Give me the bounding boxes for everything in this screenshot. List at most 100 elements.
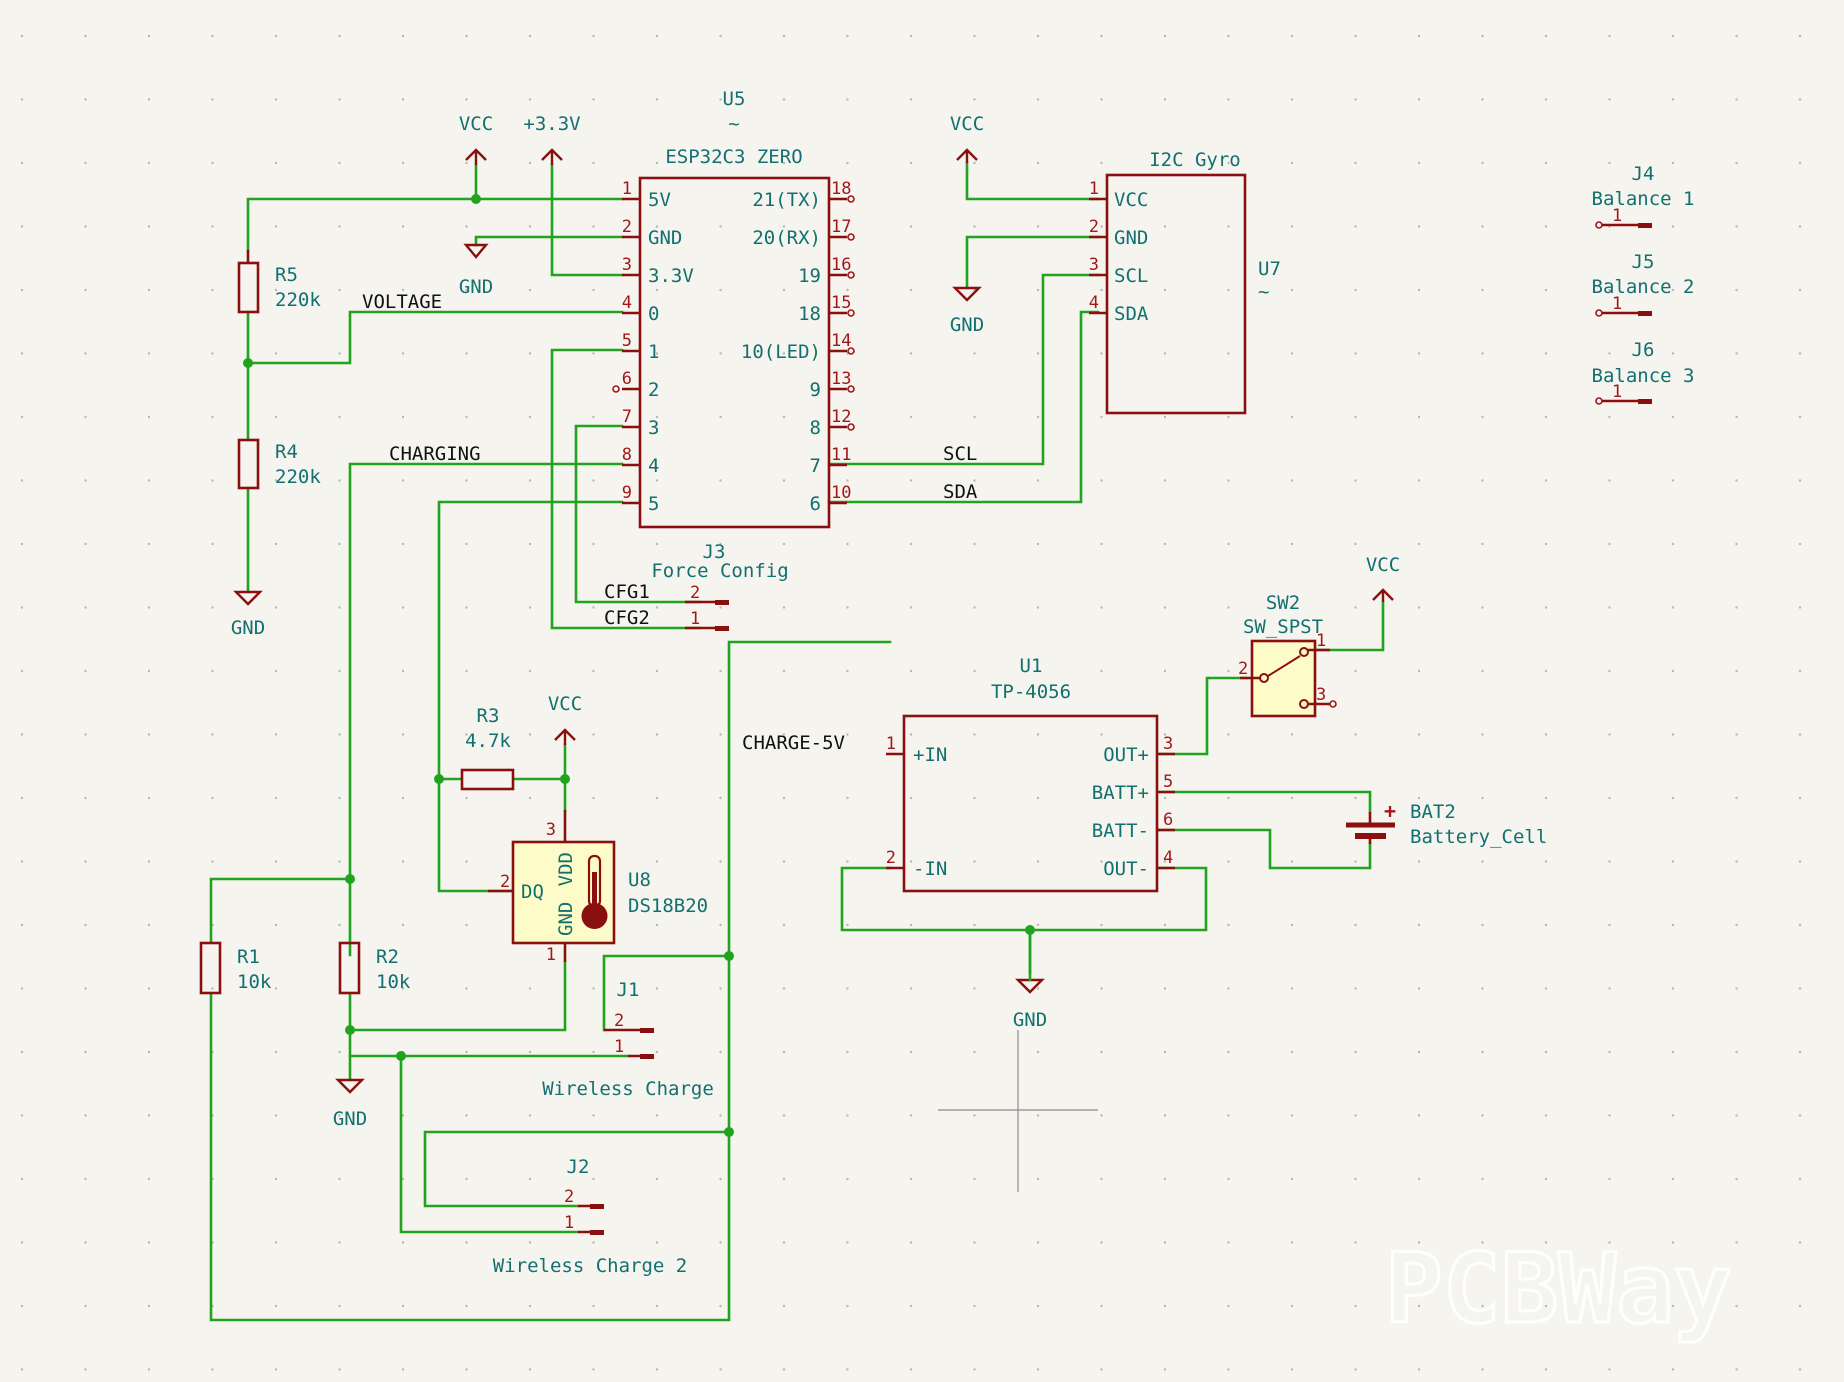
- gnd-label: GND: [1013, 1009, 1047, 1031]
- gnd-label: GND: [459, 276, 493, 298]
- u7-pin-name: SCL: [1114, 265, 1148, 287]
- u5-pin-num: 14: [831, 331, 851, 351]
- vcc-label: VCC: [950, 113, 984, 135]
- gnd-label: GND: [950, 314, 984, 336]
- vcc-symbol-gyro: VCC: [950, 113, 984, 163]
- j3-value: Force Config: [651, 560, 788, 582]
- u8-pin-num-dq: 2: [500, 872, 510, 892]
- u5-pin-num: 16: [831, 255, 851, 275]
- u5-pin-num: 1: [622, 179, 632, 199]
- j4-pin: 1: [1612, 206, 1622, 226]
- u5-pin-name: 9: [810, 379, 821, 401]
- gnd-label: GND: [231, 617, 265, 639]
- j3-ref: J3: [703, 541, 726, 563]
- j6-balance-3[interactable]: J6 Balance 3 1: [1592, 339, 1695, 405]
- thermometer-icon: [581, 854, 608, 929]
- net-label-charge-5v: CHARGE-5V: [742, 732, 845, 754]
- vcc-symbol-sw2: VCC: [1366, 554, 1400, 602]
- r3-value: 4.7k: [465, 730, 511, 752]
- u7-pin-name: SDA: [1114, 303, 1149, 325]
- j3-pin1: 1: [690, 609, 700, 629]
- bat2-battery-cell[interactable]: + BAT2 Battery_Cell: [1346, 799, 1547, 848]
- u5-pin-name: 19: [798, 265, 821, 287]
- j2-pin1: 1: [564, 1213, 574, 1233]
- crosshair-cursor: [938, 1030, 1098, 1192]
- u5-pin-num: 4: [622, 293, 632, 313]
- u5-pin-num: 2: [622, 217, 632, 237]
- u5-pin-num: 9: [622, 483, 632, 503]
- j3-force-config[interactable]: J3 Force Config 2 1: [651, 541, 789, 631]
- sw2-pin1: 1: [1316, 631, 1326, 651]
- r4-ref: R4: [275, 441, 298, 463]
- u5-pin-name: 5V: [648, 189, 671, 211]
- bat2-plus: +: [1384, 799, 1396, 823]
- u1-tp4056[interactable]: U1 TP-4056 1+IN2-IN3OUT+5BATT+6BATT-4OUT…: [886, 655, 1175, 893]
- r4-value: 220k: [275, 466, 321, 488]
- j6-value: Balance 3: [1592, 365, 1695, 387]
- vcc-label: VCC: [1366, 554, 1400, 576]
- u5-pin-num: 3: [622, 255, 632, 275]
- j4-value: Balance 1: [1592, 188, 1695, 210]
- net-label-voltage: VOLTAGE: [362, 291, 442, 313]
- gnd-symbol-u5: GND: [459, 243, 493, 298]
- u7-pin-num: 4: [1089, 293, 1099, 313]
- u7-pin-name: GND: [1114, 227, 1148, 249]
- net-label-charging: CHARGING: [389, 443, 481, 465]
- u5-pin-num: 10: [831, 483, 851, 503]
- u7-pin-name: VCC: [1114, 189, 1148, 211]
- sw2-spst-switch[interactable]: SW2 SW_SPST 2 1 3: [1238, 592, 1337, 718]
- j3-pin2: 2: [690, 583, 700, 603]
- v33-label: +3.3V: [523, 113, 580, 135]
- u7-pin-num: 3: [1089, 255, 1099, 275]
- u7-name: I2C Gyro: [1149, 149, 1241, 171]
- u1-pin-num: 5: [1163, 772, 1173, 792]
- u5-value: ~: [728, 113, 739, 135]
- j2-wireless-charge-2[interactable]: J2 2 1 Wireless Charge 2: [493, 1156, 687, 1277]
- j4-balance-1[interactable]: J4 Balance 1 1: [1592, 163, 1695, 229]
- j1-value: Wireless Charge: [542, 1078, 714, 1100]
- r4-resistor[interactable]: R4 220k: [237, 438, 321, 490]
- u7-pin-num: 2: [1089, 217, 1099, 237]
- r2-resistor[interactable]: R2 10k: [338, 941, 411, 995]
- u1-pin-name: BATT-: [1092, 820, 1149, 842]
- j1-pin2: 2: [614, 1011, 624, 1031]
- u5-name: ESP32C3 ZERO: [665, 146, 802, 168]
- u5-pin-num: 18: [831, 179, 851, 199]
- u7-pin-num: 1: [1089, 179, 1099, 199]
- u5-pin-num: 17: [831, 217, 851, 237]
- r1-resistor[interactable]: R1 10k: [199, 941, 272, 995]
- j5-ref: J5: [1632, 251, 1655, 273]
- j1-wireless-charge[interactable]: J1 2 1 Wireless Charge: [542, 979, 714, 1100]
- u5-pin-name: 3.3V: [648, 265, 694, 287]
- u5-pin-name: 1: [648, 341, 659, 363]
- net-label-sda: SDA: [943, 481, 978, 503]
- u7-ref: U7: [1258, 258, 1281, 280]
- u8-pin-dq: DQ: [521, 881, 544, 903]
- sw2-ref: SW2: [1266, 592, 1300, 614]
- j1-pin1: 1: [614, 1037, 624, 1057]
- u5-pin-num: 13: [831, 369, 851, 389]
- u5-pin-num: 8: [622, 445, 632, 465]
- j2-ref: J2: [567, 1156, 590, 1178]
- u8-ds18b20[interactable]: 3 2 1 DQ VDD GND U8 DS18B20: [488, 810, 708, 965]
- u1-pin-name: +IN: [913, 744, 947, 766]
- u5-pin-name: 21(TX): [752, 189, 821, 211]
- net-label-scl: SCL: [943, 443, 977, 465]
- grid-dots: [20, 34, 1802, 1371]
- u5-pin-num: 11: [831, 445, 851, 465]
- gnd-symbol-r2: GND: [333, 1078, 367, 1130]
- j1-ref: J1: [617, 979, 640, 1001]
- gnd-symbol-r4: GND: [231, 590, 265, 639]
- r5-resistor[interactable]: R5 220k: [237, 250, 321, 314]
- r5-ref: R5: [275, 264, 298, 286]
- j5-balance-2[interactable]: J5 Balance 2 1: [1592, 251, 1695, 317]
- r3-resistor[interactable]: R3 4.7k: [460, 705, 515, 791]
- u1-pin-name: -IN: [913, 858, 947, 880]
- u5-pin-name: 5: [648, 493, 659, 515]
